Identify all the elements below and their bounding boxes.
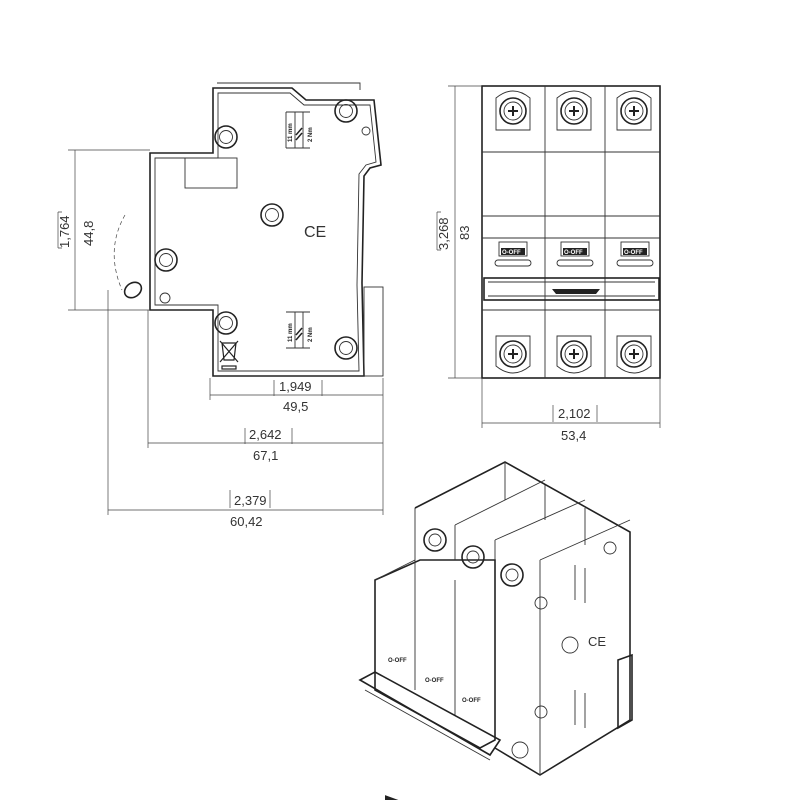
side-hole-rail — [154, 248, 178, 272]
strip-length-label: 11 mm — [288, 323, 294, 342]
torque-label: 2 Nm — [308, 127, 314, 142]
handle-pole-3: O-OFF — [616, 241, 654, 267]
side-view: 11 mm 2 Nm 11 mm 2 Nm CE — [113, 82, 384, 377]
dimension-labels: 1,764 44,8 3,268 83 1,949 49,5 2,642 67,… — [57, 215, 591, 529]
dim-height-front-mm: 83 — [457, 226, 472, 240]
weee-bin-icon — [219, 340, 239, 370]
iso-handle-label: O-OFF — [425, 678, 444, 684]
wire-strip-marker-top: 11 mm 2 Nm — [285, 111, 314, 149]
iso-handle-label: O-OFF — [388, 658, 407, 664]
strip-length-label: 11 mm — [288, 123, 294, 142]
side-body-outline — [149, 87, 382, 377]
handle-label: O-OFF — [502, 250, 521, 256]
side-hole-top-right — [334, 99, 358, 123]
dim-depth-body-mm: 49,5 — [283, 399, 308, 414]
front-view: O-OFF O-OFF O-OFF — [481, 85, 661, 379]
dim-height-left-inch: 1,764 — [57, 215, 72, 248]
handle-pole-1: O-OFF — [494, 241, 532, 267]
torque-label: 2 Nm — [308, 327, 314, 342]
iso-ce-mark: CE — [588, 634, 606, 649]
dim-depth-rail-inch: 2,379 — [234, 493, 267, 508]
dim-depth-total-mm: 67,1 — [253, 448, 278, 463]
side-hole-center — [260, 203, 284, 227]
dim-depth-rail-mm: 60,42 — [230, 514, 263, 529]
dimension-lines — [57, 85, 661, 515]
dim-width-front-mm: 53,4 — [561, 428, 586, 443]
dim-width-front-inch: 2,102 — [558, 406, 591, 421]
dim-height-front-inch: 3,268 — [436, 217, 451, 250]
handle-label: O-OFF — [624, 250, 643, 256]
wire-strip-marker-bottom: 11 mm 2 Nm — [286, 311, 314, 349]
dim-height-left-mm: 44,8 — [81, 221, 96, 246]
isometric-view: CE O-OFF O-OFF O-OFF — [358, 461, 633, 800]
ce-mark: CE — [304, 224, 326, 241]
handle-pole-2: O-OFF — [556, 241, 594, 267]
handle-label: O-OFF — [564, 250, 583, 256]
dim-depth-body-inch: 1,949 — [279, 379, 312, 394]
handle-tie-bar — [483, 277, 660, 301]
iso-handle-label: O-OFF — [462, 698, 481, 704]
dim-depth-total-inch: 2,642 — [249, 427, 282, 442]
side-hole-bottom-right — [334, 336, 358, 360]
